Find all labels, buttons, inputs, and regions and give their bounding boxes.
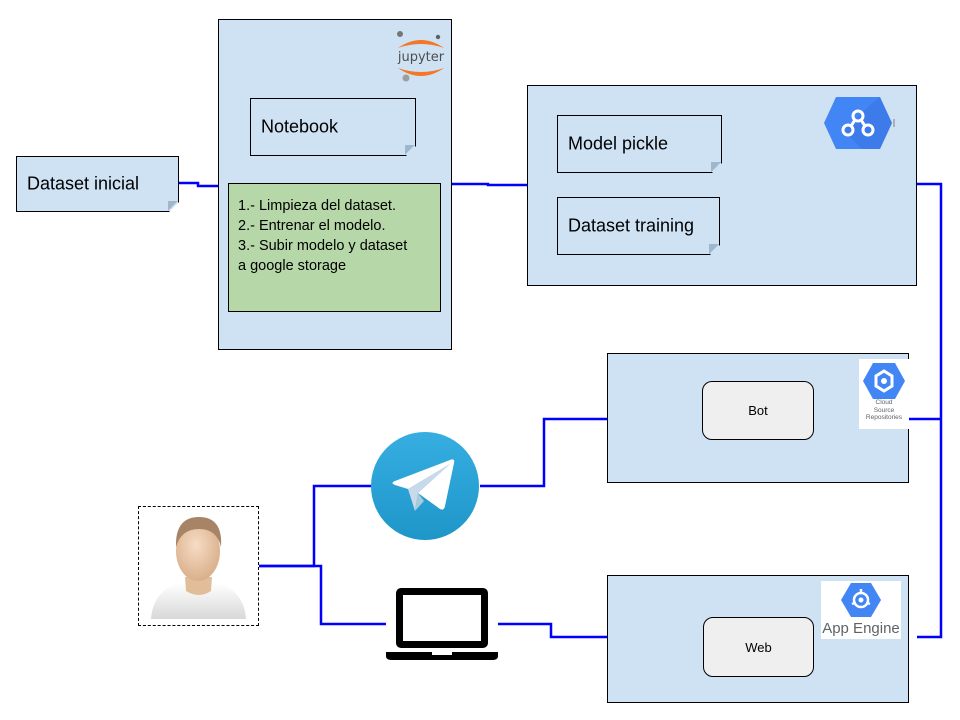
connector-laptop-web bbox=[498, 622, 607, 639]
app-engine-logo: App Engine bbox=[821, 581, 901, 639]
connector-storage-right bbox=[917, 182, 943, 639]
web-label: Web bbox=[745, 639, 772, 655]
notebook-note: Notebook bbox=[250, 98, 416, 156]
telegram-icon bbox=[371, 432, 479, 540]
web-box: Web bbox=[703, 617, 814, 677]
connector-dataset-notebook bbox=[178, 181, 218, 188]
step-line-1: 1.- Limpieza del dataset. bbox=[238, 198, 396, 214]
connector-user-telegram bbox=[258, 484, 372, 568]
model-pickle-label: Model pickle bbox=[568, 133, 669, 154]
bot-box: Bot bbox=[702, 381, 814, 440]
connector-user-laptop bbox=[258, 564, 386, 626]
user-icon bbox=[151, 517, 246, 619]
dataset-training-label: Dataset training bbox=[568, 215, 695, 236]
steps-note: 1.- Limpieza del dataset. 2.- Entrenar e… bbox=[228, 183, 441, 312]
app-engine-text: App Engine bbox=[822, 620, 900, 637]
model-pickle-note: Model pickle bbox=[557, 115, 722, 173]
connector-notebook-storage bbox=[451, 182, 527, 187]
dataset-inicial-label: Dataset inicial bbox=[27, 173, 140, 194]
repo-logo-line-3: Repositories bbox=[865, 414, 903, 421]
cloud-source-repositories-icon bbox=[863, 363, 905, 399]
user-avatar bbox=[138, 506, 259, 626]
dataset-inicial-note: Dataset inicial bbox=[16, 156, 179, 212]
step-line-2: 2.- Entrenar el modelo. bbox=[238, 218, 386, 234]
step-line-3: 3.- Subir modelo y dataset bbox=[238, 238, 408, 254]
laptop-icon bbox=[386, 588, 498, 660]
jupyter-logo-text: jupyter bbox=[397, 50, 445, 65]
cloud-source-repositories-logo: Cloud Source Repositories bbox=[859, 359, 909, 429]
step-line-4: a google storage bbox=[238, 258, 347, 274]
dataset-training-note: Dataset training bbox=[557, 197, 720, 255]
jupyter-icon: jupyter bbox=[397, 31, 445, 82]
connector-telegram-bot bbox=[480, 417, 607, 488]
repo-logo-line-2: Source bbox=[873, 406, 895, 414]
bot-label: Bot bbox=[748, 403, 768, 418]
gcp-hexagon-icon bbox=[824, 97, 895, 149]
app-engine-icon bbox=[841, 583, 881, 617]
repo-logo-line-1: Cloud bbox=[875, 399, 893, 406]
notebook-label: Notebook bbox=[261, 116, 339, 137]
